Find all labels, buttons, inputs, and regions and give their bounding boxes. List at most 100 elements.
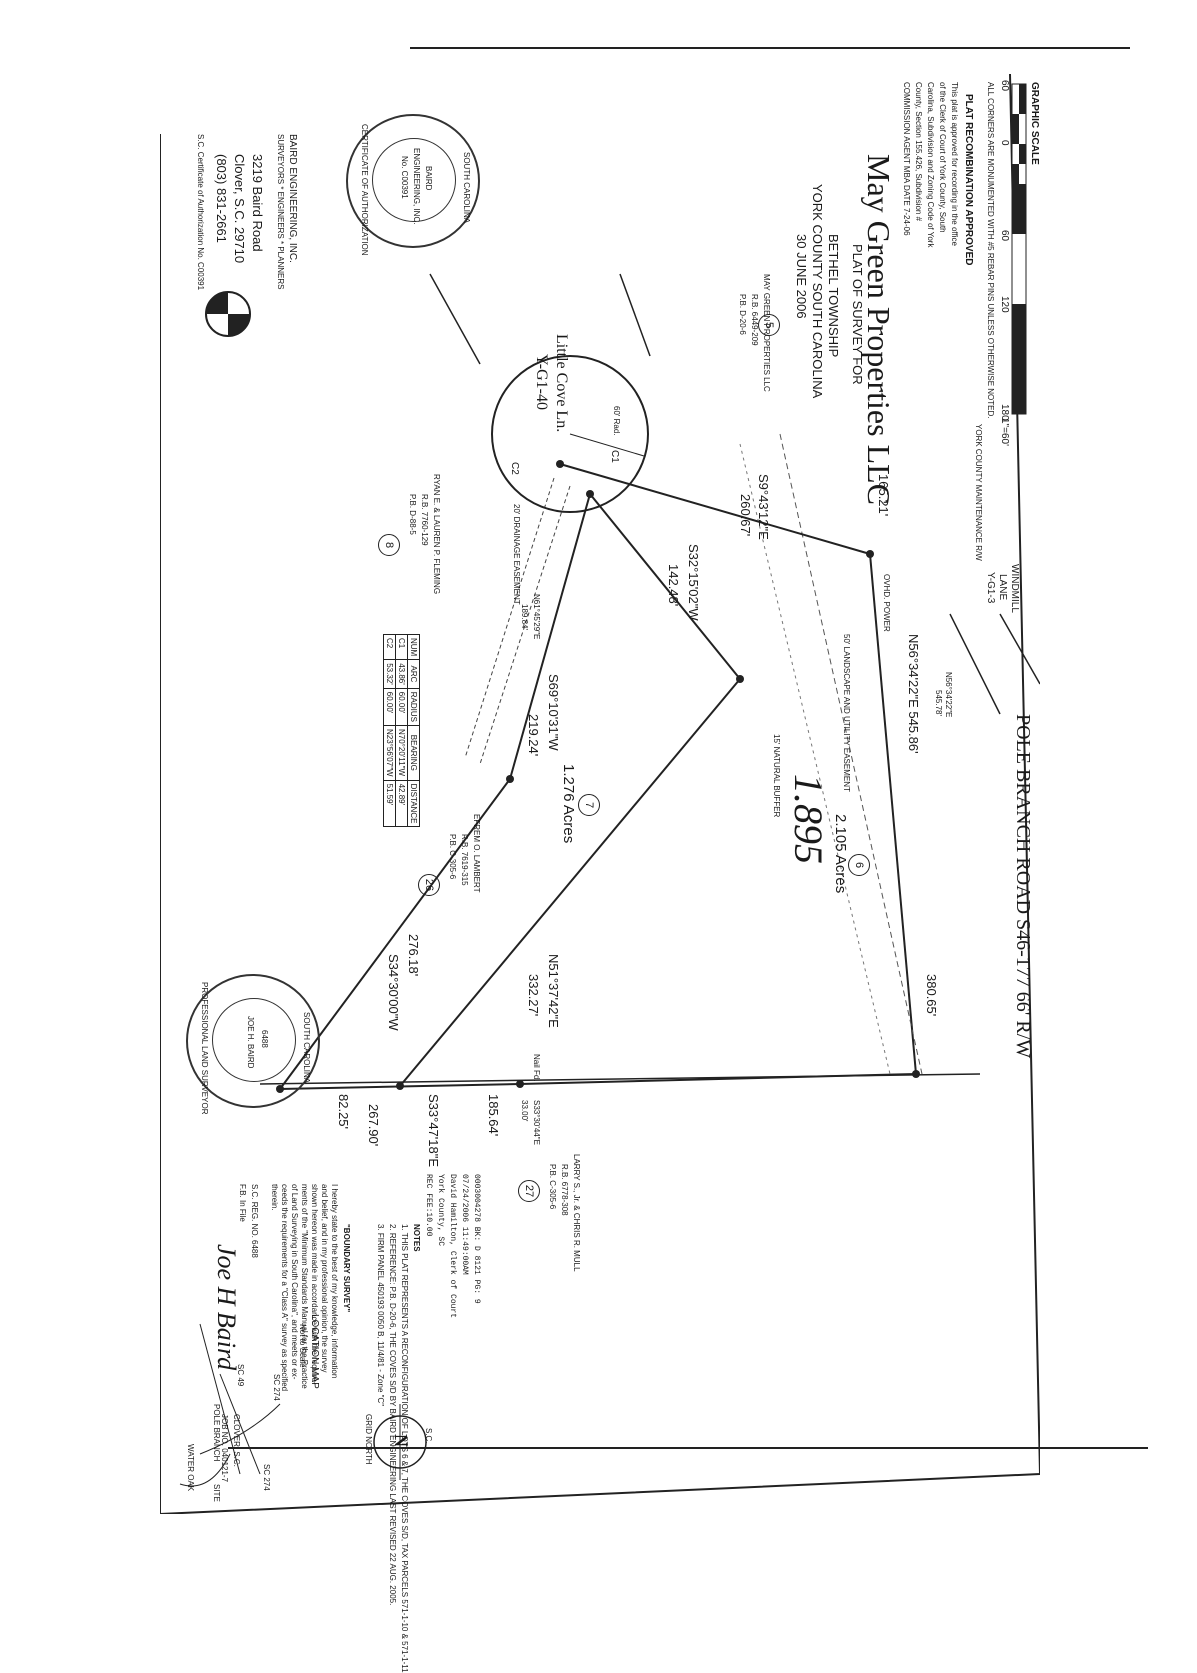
lot6-area: 2.105 Acres — [832, 814, 849, 894]
firm-city: Clover, S.C. 29710 — [232, 154, 247, 264]
bearing-s34: S34°30'00"W — [386, 954, 401, 1031]
scale-tick-4: 120 — [999, 296, 1010, 313]
cul-de-sac-radius: 60' Rad. — [612, 406, 621, 436]
bearing-n61: N61°45'29"E — [532, 594, 541, 640]
firm-seal-center-1: BAIRD — [424, 166, 433, 191]
boundary-line-6: ceeds the requirements for a "Class A" s… — [280, 1184, 289, 1392]
notes-heading: NOTES — [412, 1224, 421, 1252]
bearing-s33-seg2: 82.25' — [336, 1094, 351, 1130]
scanned-plat-page: GRAPHIC SCALE 60 0 60 120 180 1"=60' ALL… — [160, 47, 1148, 1673]
graphic-scale-bar — [1011, 83, 1027, 415]
bearing-s9-dist: 260.67' — [738, 494, 753, 537]
firm-address: 3219 Baird Road — [250, 154, 265, 252]
note-3: 3. FIRM PANEL 450193 0050 B, 11/4/81 - Z… — [376, 1224, 385, 1407]
curve-label-c1: C1 — [609, 450, 620, 463]
corner-pin-5 — [396, 1082, 404, 1090]
bearing-n56: N56°34'22"E 545.86' — [906, 634, 921, 754]
curve-header-bearing: BEARING — [407, 725, 420, 781]
landscape-easement: 50' LANDSCAPE AND UTILITY EASEMENT — [842, 634, 851, 792]
curve-cell: 43.86' — [395, 659, 408, 689]
firm-cert: S.C. Certificate of Authorization No. C0… — [196, 134, 205, 291]
lot7-area: 1.276 Acres — [560, 764, 577, 844]
owner-may-green-rb: R.B. 6449-209 — [750, 294, 759, 346]
north-arrow-icon — [373, 1404, 427, 1480]
boundary-s34 — [279, 778, 511, 1090]
approval-line-1: This plat is approved for recording in t… — [950, 82, 959, 246]
approval-line-4: County, Section 155.426, Subdivision # — [914, 82, 923, 222]
little-cove-ln: Little Cove Ln. — [553, 334, 570, 433]
note-2: 2. REFERENCE: P.B. D-20-6, THE COVES S/D… — [388, 1224, 397, 1606]
map-label-sc274: SC 274 — [272, 1374, 281, 1401]
windmill-edge-2 — [949, 613, 1001, 715]
reg-number: S.C. REG. NO. 6488 — [250, 1184, 259, 1258]
bearing-s32-dist: 142.48' — [666, 564, 681, 607]
firm-seal-bottom: CERTIFICATE OF AUTHORIZATION — [360, 124, 369, 256]
corner-pin-6 — [276, 1085, 284, 1093]
cul-de-sac — [491, 355, 649, 513]
north-top: S.C. — [424, 1428, 433, 1444]
curve-header-radius: RADIUS — [407, 688, 420, 726]
bearing-n61-dist: 189.84' — [520, 604, 529, 630]
bearing-s33: S33°47'18"E — [426, 1094, 441, 1168]
lot6-number: 6 — [848, 854, 870, 876]
ovhd-power: OVHD. POWER — [882, 574, 891, 632]
division-n51 — [399, 678, 741, 1087]
curve-cell: 60.00' — [383, 688, 396, 726]
curve-table: NUM ARC RADIUS BEARING DISTANCE C1 43.86… — [383, 634, 420, 827]
owner-fleming-pb: P.B. D-88-5 — [408, 494, 417, 535]
bearing-s69: S69°10'31"W — [546, 674, 561, 751]
buffer-line — [739, 443, 891, 1075]
map-label-sc274-2: SC 274 — [262, 1464, 271, 1491]
owner-lambert-pb: P.B. C-305-6 — [448, 834, 457, 880]
plat-sheet: GRAPHIC SCALE 60 0 60 120 180 1"=60' ALL… — [160, 47, 1148, 1673]
map-label-sc49: SC 49 — [236, 1364, 245, 1387]
scan-line-bottom — [228, 1447, 1148, 1449]
boundary-line-1: I hereby state to the best of my knowled… — [330, 1184, 339, 1379]
boundary-line-2: and belief, and in my professional opini… — [320, 1184, 329, 1373]
bearing-s32: S32°15'02"W — [686, 544, 701, 621]
landscape-easement-line — [779, 433, 923, 1075]
note-1: 1. THIS PLAT REPRESENTS A RECONFIGURATIO… — [400, 1224, 409, 1673]
lot7-number: 7 — [578, 794, 600, 816]
corner-pin-8 — [556, 460, 564, 468]
owner-may-green-pb: P.B. D-20-6 — [738, 294, 747, 335]
table-row: C2 53.32' 60.00' N23°56'07"W 51.59' — [383, 634, 396, 827]
north-bottom: GRID NORTH — [364, 1414, 373, 1465]
bearing-s33-corner: S33°30'44"E — [532, 1100, 541, 1145]
curve-cell: 51.59' — [383, 780, 396, 827]
recording-line-5: REC FEE:10.00 — [424, 1174, 433, 1237]
map-label-pole-branch: POLE BRANCH — [212, 1404, 221, 1462]
boundary-heading: "BOUNDARY SURVEY" — [342, 1224, 351, 1313]
firm-seal-center-2: ENGINEERING, INC. — [412, 148, 421, 225]
mull-number: 27 — [518, 1180, 540, 1202]
map-label-site: SITE — [212, 1484, 221, 1502]
bearing-n51-dist: 332.27' — [526, 974, 541, 1017]
location-map-sub: Not to Scale — [298, 1324, 307, 1368]
scan-line-top — [410, 47, 1130, 49]
surveyor-seal: SOUTH CAROLINA PROFESSIONAL LAND SURVEYO… — [186, 974, 320, 1114]
windmill-edge-1 — [999, 613, 1040, 685]
curve-cell: C1 — [395, 634, 408, 660]
owner-mull-pb: P.B. C-305-6 — [548, 1164, 557, 1210]
approval-heading: PLAT RECOMBINATION APPROVED — [963, 94, 974, 266]
curve-cell: 53.32' — [383, 659, 396, 689]
surveyor-seal-side: PROFESSIONAL LAND SURVEYOR — [200, 982, 209, 1115]
table-row: C1 43.86' 60.00' N70°20'11"W 42.89' — [395, 634, 408, 827]
corners-note: ALL CORNERS ARE MONUMENTED WITH #5 REBAR… — [986, 82, 995, 419]
bearing-s33-dist: 267.90' — [366, 1104, 381, 1147]
curve-header-num: NUM — [407, 634, 420, 660]
curve-cell: C2 — [383, 634, 396, 660]
owner-lambert: EFREM O. LAMBERT — [472, 814, 481, 893]
scale-tick-2: 0 — [999, 140, 1010, 146]
bearing-s69-dist: 219.24' — [526, 714, 541, 757]
surveyor-seal-num: 6488 — [260, 1030, 269, 1048]
date-line: 30 JUNE 2006 — [794, 234, 809, 319]
curve-cell: 60.00' — [395, 688, 408, 726]
firm-phone: (803) 831-2661 — [214, 154, 229, 243]
sheet-border — [160, 74, 1040, 1514]
corner-pin-4 — [516, 1080, 524, 1088]
corner-pin-1 — [866, 550, 874, 558]
little-cove-edge-2 — [619, 273, 651, 357]
nail-found: Nail Fd. — [532, 1054, 541, 1082]
firm-tag: SURVEYORS * ENGINEERS * PLANNERS — [276, 134, 285, 290]
